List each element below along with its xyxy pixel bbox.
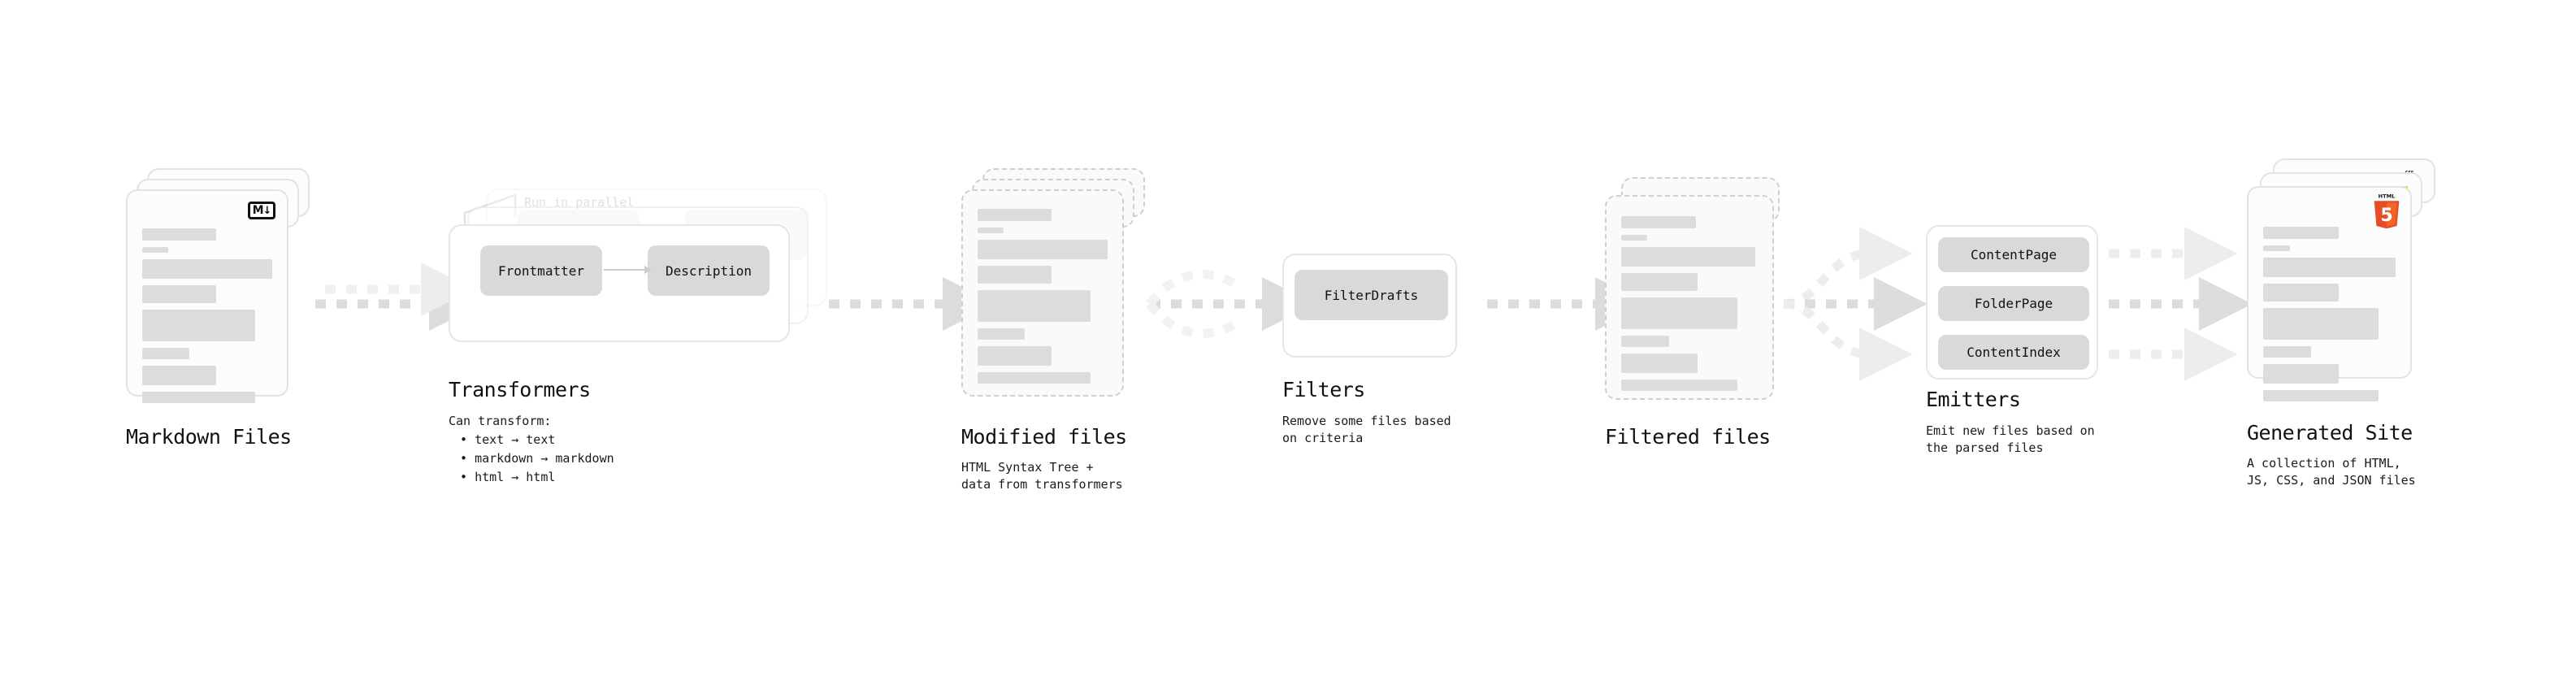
html5-icon-number: 5: [2380, 206, 2392, 226]
stage-markdown-files: M↓ M↓ M↓: [126, 168, 310, 404]
bullet-label: html → html: [475, 470, 556, 484]
stage-subtitle-modified-files: HTML Syntax Tree + data from transformer…: [961, 460, 1123, 492]
bullet-label: markdown → markdown: [475, 451, 614, 466]
emitter-chip-folderpage[interactable]: FolderPage: [1938, 286, 2089, 321]
content-bar: [1621, 380, 1737, 391]
document-content-placeholder: [142, 228, 272, 410]
emitters-box: ContentPage FolderPage ContentIndex: [1926, 225, 2098, 380]
html5-icon: HTML 5: [2371, 193, 2402, 229]
stage-subtitle-generated-site: A collection of HTML, JS, CSS, and JSON …: [2247, 456, 2416, 488]
stage-subtitle-transformers: Can transform:: [449, 414, 552, 428]
content-bar: [978, 228, 1004, 233]
content-bar: [2263, 346, 2311, 358]
content-bar: [2263, 284, 2339, 301]
stage-generated-site: CSS HTML 5: [2247, 158, 2435, 402]
content-bar: [978, 346, 1052, 366]
markdown-icon-arrow: ↓: [262, 204, 272, 217]
run-in-parallel-note: Run in parallel: [524, 195, 635, 210]
transformer-chip-frontmatter[interactable]: Frontmatter: [480, 245, 602, 296]
content-bar: [978, 372, 1091, 384]
content-bar: [1621, 297, 1737, 329]
content-bar: [2263, 245, 2290, 251]
transformer-bullet-2: • html → html: [460, 470, 556, 484]
stage-subtitle-emitters: Emit new files based on the parsed files: [1926, 423, 2095, 456]
document-content-placeholder: [978, 209, 1108, 390]
content-bar: [1621, 216, 1697, 228]
content-bar: [2263, 364, 2339, 384]
document-card-front: [1605, 195, 1774, 400]
chip-label: FolderPage: [1974, 296, 2053, 311]
stage-title-emitters: Emitters: [1926, 388, 2021, 411]
document-card-front: [961, 189, 1124, 397]
bullet-label: text → text: [475, 432, 556, 447]
stage-title-generated-site: Generated Site: [2247, 421, 2413, 445]
content-bar: [2263, 308, 2379, 340]
stage-title-modified-files: Modified files: [961, 425, 1127, 449]
connector-markdown-to-transformers: [315, 262, 483, 331]
content-bar: [1621, 247, 1755, 267]
filters-box: FilterDrafts: [1282, 254, 1457, 358]
transformer-chip-description[interactable]: Description: [648, 245, 770, 296]
inner-arrow-icon: [604, 266, 652, 274]
transformer-bullet-0: • text → text: [460, 432, 556, 447]
content-bar: [2263, 390, 2379, 401]
connector-emitters-to-site: [2109, 227, 2253, 381]
content-bar: [1621, 354, 1698, 373]
stage-filtered-files: [1605, 177, 1780, 413]
content-bar: [2263, 227, 2339, 239]
stage-modified-files: [961, 168, 1145, 404]
content-bar: [142, 348, 189, 359]
html5-icon-shield: HTML 5: [2374, 193, 2400, 229]
document-card-front: M↓: [126, 189, 288, 403]
emitter-chip-contentindex[interactable]: ContentIndex: [1938, 335, 2089, 370]
content-bar: [2263, 258, 2396, 277]
connector-modified-to-filters: [1146, 270, 1316, 338]
content-bar: [1621, 235, 1647, 241]
markdown-icon: M↓: [248, 202, 275, 219]
chip-label: FilterDrafts: [1324, 287, 1419, 303]
stage-title-markdown-files: Markdown Files: [126, 425, 292, 449]
content-bar: [142, 310, 256, 341]
transformer-bullet-1: • markdown → markdown: [460, 451, 614, 466]
stage-subtitle-filters: Remove some files based on criteria: [1282, 414, 1451, 446]
content-bar: [142, 259, 272, 279]
chip-label: Description: [666, 262, 752, 279]
chip-label: ContentPage: [1971, 247, 2057, 262]
transformer-layer-1: Frontmatter Description: [449, 224, 790, 342]
document-card-front: HTML 5: [2247, 186, 2412, 401]
chip-label: ContentIndex: [1967, 345, 2061, 360]
content-bar: [978, 328, 1025, 340]
content-bar: [142, 247, 168, 253]
chip-label: Frontmatter: [498, 262, 584, 279]
content-bar: [142, 392, 256, 403]
stage-title-filtered-files: Filtered files: [1605, 425, 1771, 449]
stage-transformers: Frontmatter Description Frontmatter Desc…: [449, 189, 830, 363]
markdown-icon-letter: M: [252, 204, 264, 217]
content-bar: [1621, 336, 1669, 347]
connector-filtered-to-emitters: [1783, 227, 1928, 381]
content-bar: [142, 366, 217, 385]
content-bar: [1621, 273, 1698, 291]
content-bar: [978, 266, 1052, 284]
stage-title-filters: Filters: [1282, 378, 1365, 401]
document-content-placeholder: [1621, 216, 1758, 397]
emitter-chip-contentpage[interactable]: ContentPage: [1938, 237, 2089, 272]
content-bar: [978, 240, 1108, 259]
html5-icon-wordmark: HTML: [2379, 193, 2396, 200]
stage-title-transformers: Transformers: [449, 378, 591, 401]
filter-chip-filterdrafts[interactable]: FilterDrafts: [1295, 270, 1448, 320]
content-bar: [978, 209, 1052, 221]
content-bar: [142, 228, 217, 241]
content-bar: [978, 290, 1091, 322]
content-bar: [142, 285, 217, 303]
document-content-placeholder: [2263, 227, 2396, 408]
